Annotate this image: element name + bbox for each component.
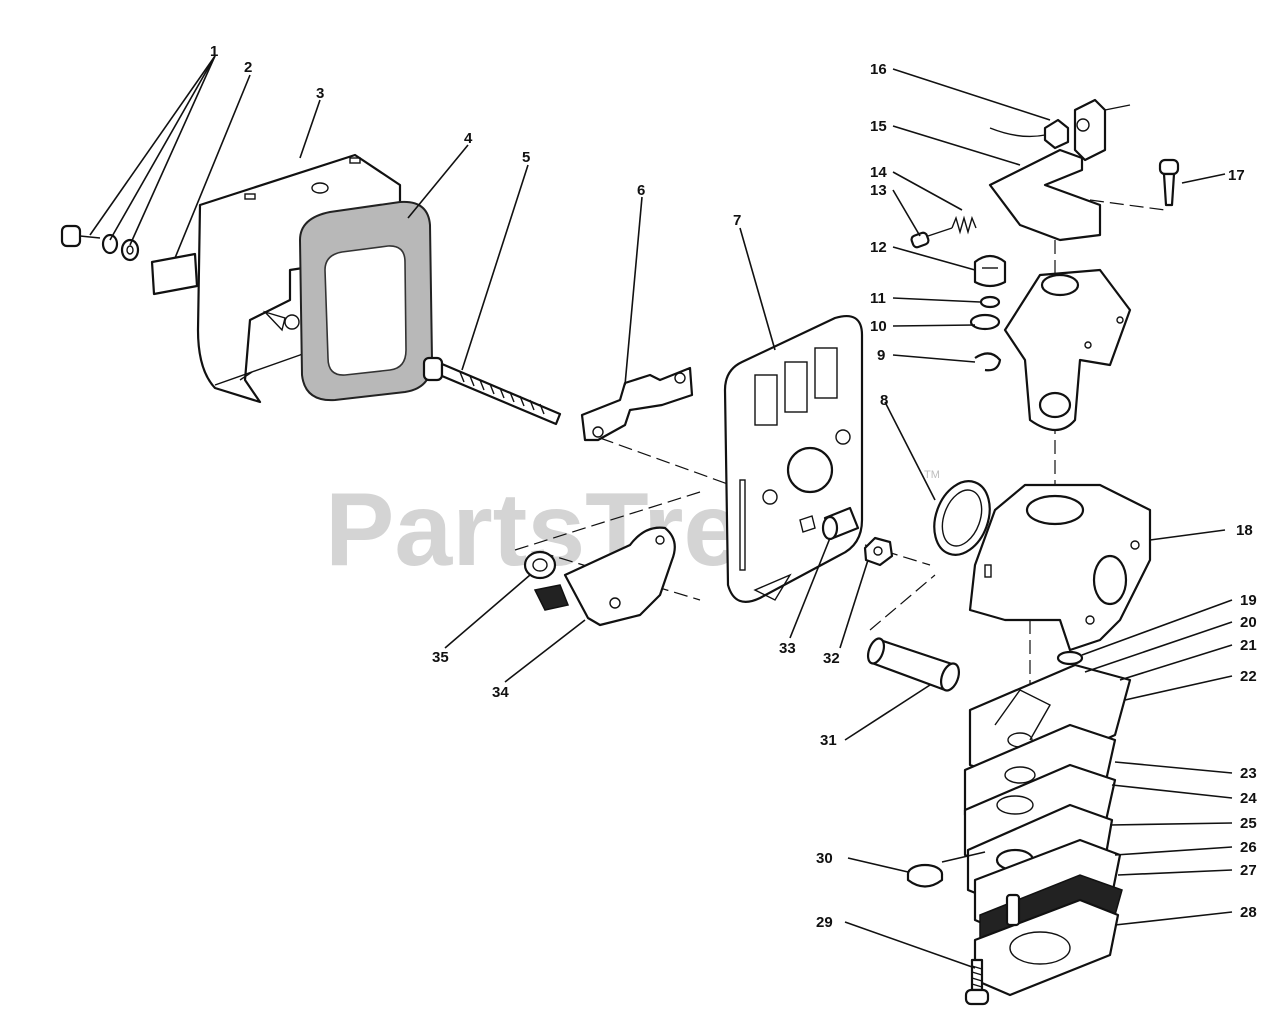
part-10-11-12-screw-stack [969, 254, 1007, 331]
callout-15: 15 [870, 118, 887, 135]
part-32-nut [863, 536, 894, 567]
callout-8: 8 [880, 392, 888, 409]
callout-33: 33 [779, 640, 796, 657]
part-30-cap [906, 863, 944, 888]
callout-22: 22 [1240, 668, 1257, 685]
watermark-text: PartsTree [325, 472, 799, 588]
callout-1: 1 [210, 43, 218, 60]
callout-7: 7 [733, 212, 741, 229]
part-17-screw [1158, 158, 1180, 207]
part-31-sleeve [866, 637, 961, 692]
callout-27: 27 [1240, 862, 1257, 879]
part-1-screw-washers [60, 224, 140, 262]
callout-32: 32 [823, 650, 840, 667]
part-8-gasket [933, 480, 991, 556]
part-29-screw [964, 958, 990, 1006]
callout-31: 31 [820, 732, 837, 749]
callout-19: 19 [1240, 592, 1257, 609]
part-9-clip [974, 352, 1002, 372]
part-35-washer [523, 550, 557, 580]
part-34-choke-lever [533, 526, 676, 627]
callout-10: 10 [870, 318, 887, 335]
callout-labels: 1 2 3 4 5 6 7 8 9 10 11 12 13 14 15 16 1… [210, 43, 1257, 931]
partstree-watermark: PartsTree TM [325, 469, 940, 588]
callout-21: 21 [1240, 637, 1257, 654]
callout-17: 17 [1228, 167, 1245, 184]
callout-3: 3 [316, 85, 324, 102]
callout-11: 11 [870, 290, 886, 307]
part-2-decal [150, 252, 199, 296]
part-7-backplate [723, 314, 864, 603]
throttle-barrel-body [1003, 268, 1132, 432]
callout-2: 2 [244, 59, 252, 76]
callout-4: 4 [464, 130, 473, 147]
callout-12: 12 [870, 239, 887, 256]
part-4-foam-filter [298, 200, 434, 402]
part-18-carburetor-body [968, 483, 1152, 652]
part-22-28-gasket-stack [963, 663, 1132, 997]
watermark-trademark: TM [924, 469, 940, 481]
callout-29: 29 [816, 914, 833, 931]
part-6-bracket [580, 366, 694, 442]
callout-26: 26 [1240, 839, 1257, 856]
callout-leader-lines [89, 55, 1233, 969]
callout-20: 20 [1240, 614, 1257, 631]
part-33-bushing [799, 506, 860, 541]
callout-35: 35 [432, 649, 449, 666]
callout-6: 6 [637, 182, 645, 199]
callout-24: 24 [1240, 790, 1257, 807]
callout-14: 14 [870, 164, 887, 181]
callout-5: 5 [522, 149, 530, 166]
part-5-long-bolt [422, 356, 562, 426]
callout-13: 13 [870, 182, 887, 199]
callout-16: 16 [870, 61, 887, 78]
part-13-14-screw-spring [910, 215, 977, 249]
callout-9: 9 [877, 347, 885, 364]
callout-30: 30 [816, 850, 833, 867]
callout-23: 23 [1240, 765, 1257, 782]
part-15-16-throttle-lever [988, 98, 1131, 242]
callout-34: 34 [492, 684, 509, 701]
callout-18: 18 [1236, 522, 1253, 539]
callout-28: 28 [1240, 904, 1257, 921]
callout-25: 25 [1240, 815, 1257, 832]
